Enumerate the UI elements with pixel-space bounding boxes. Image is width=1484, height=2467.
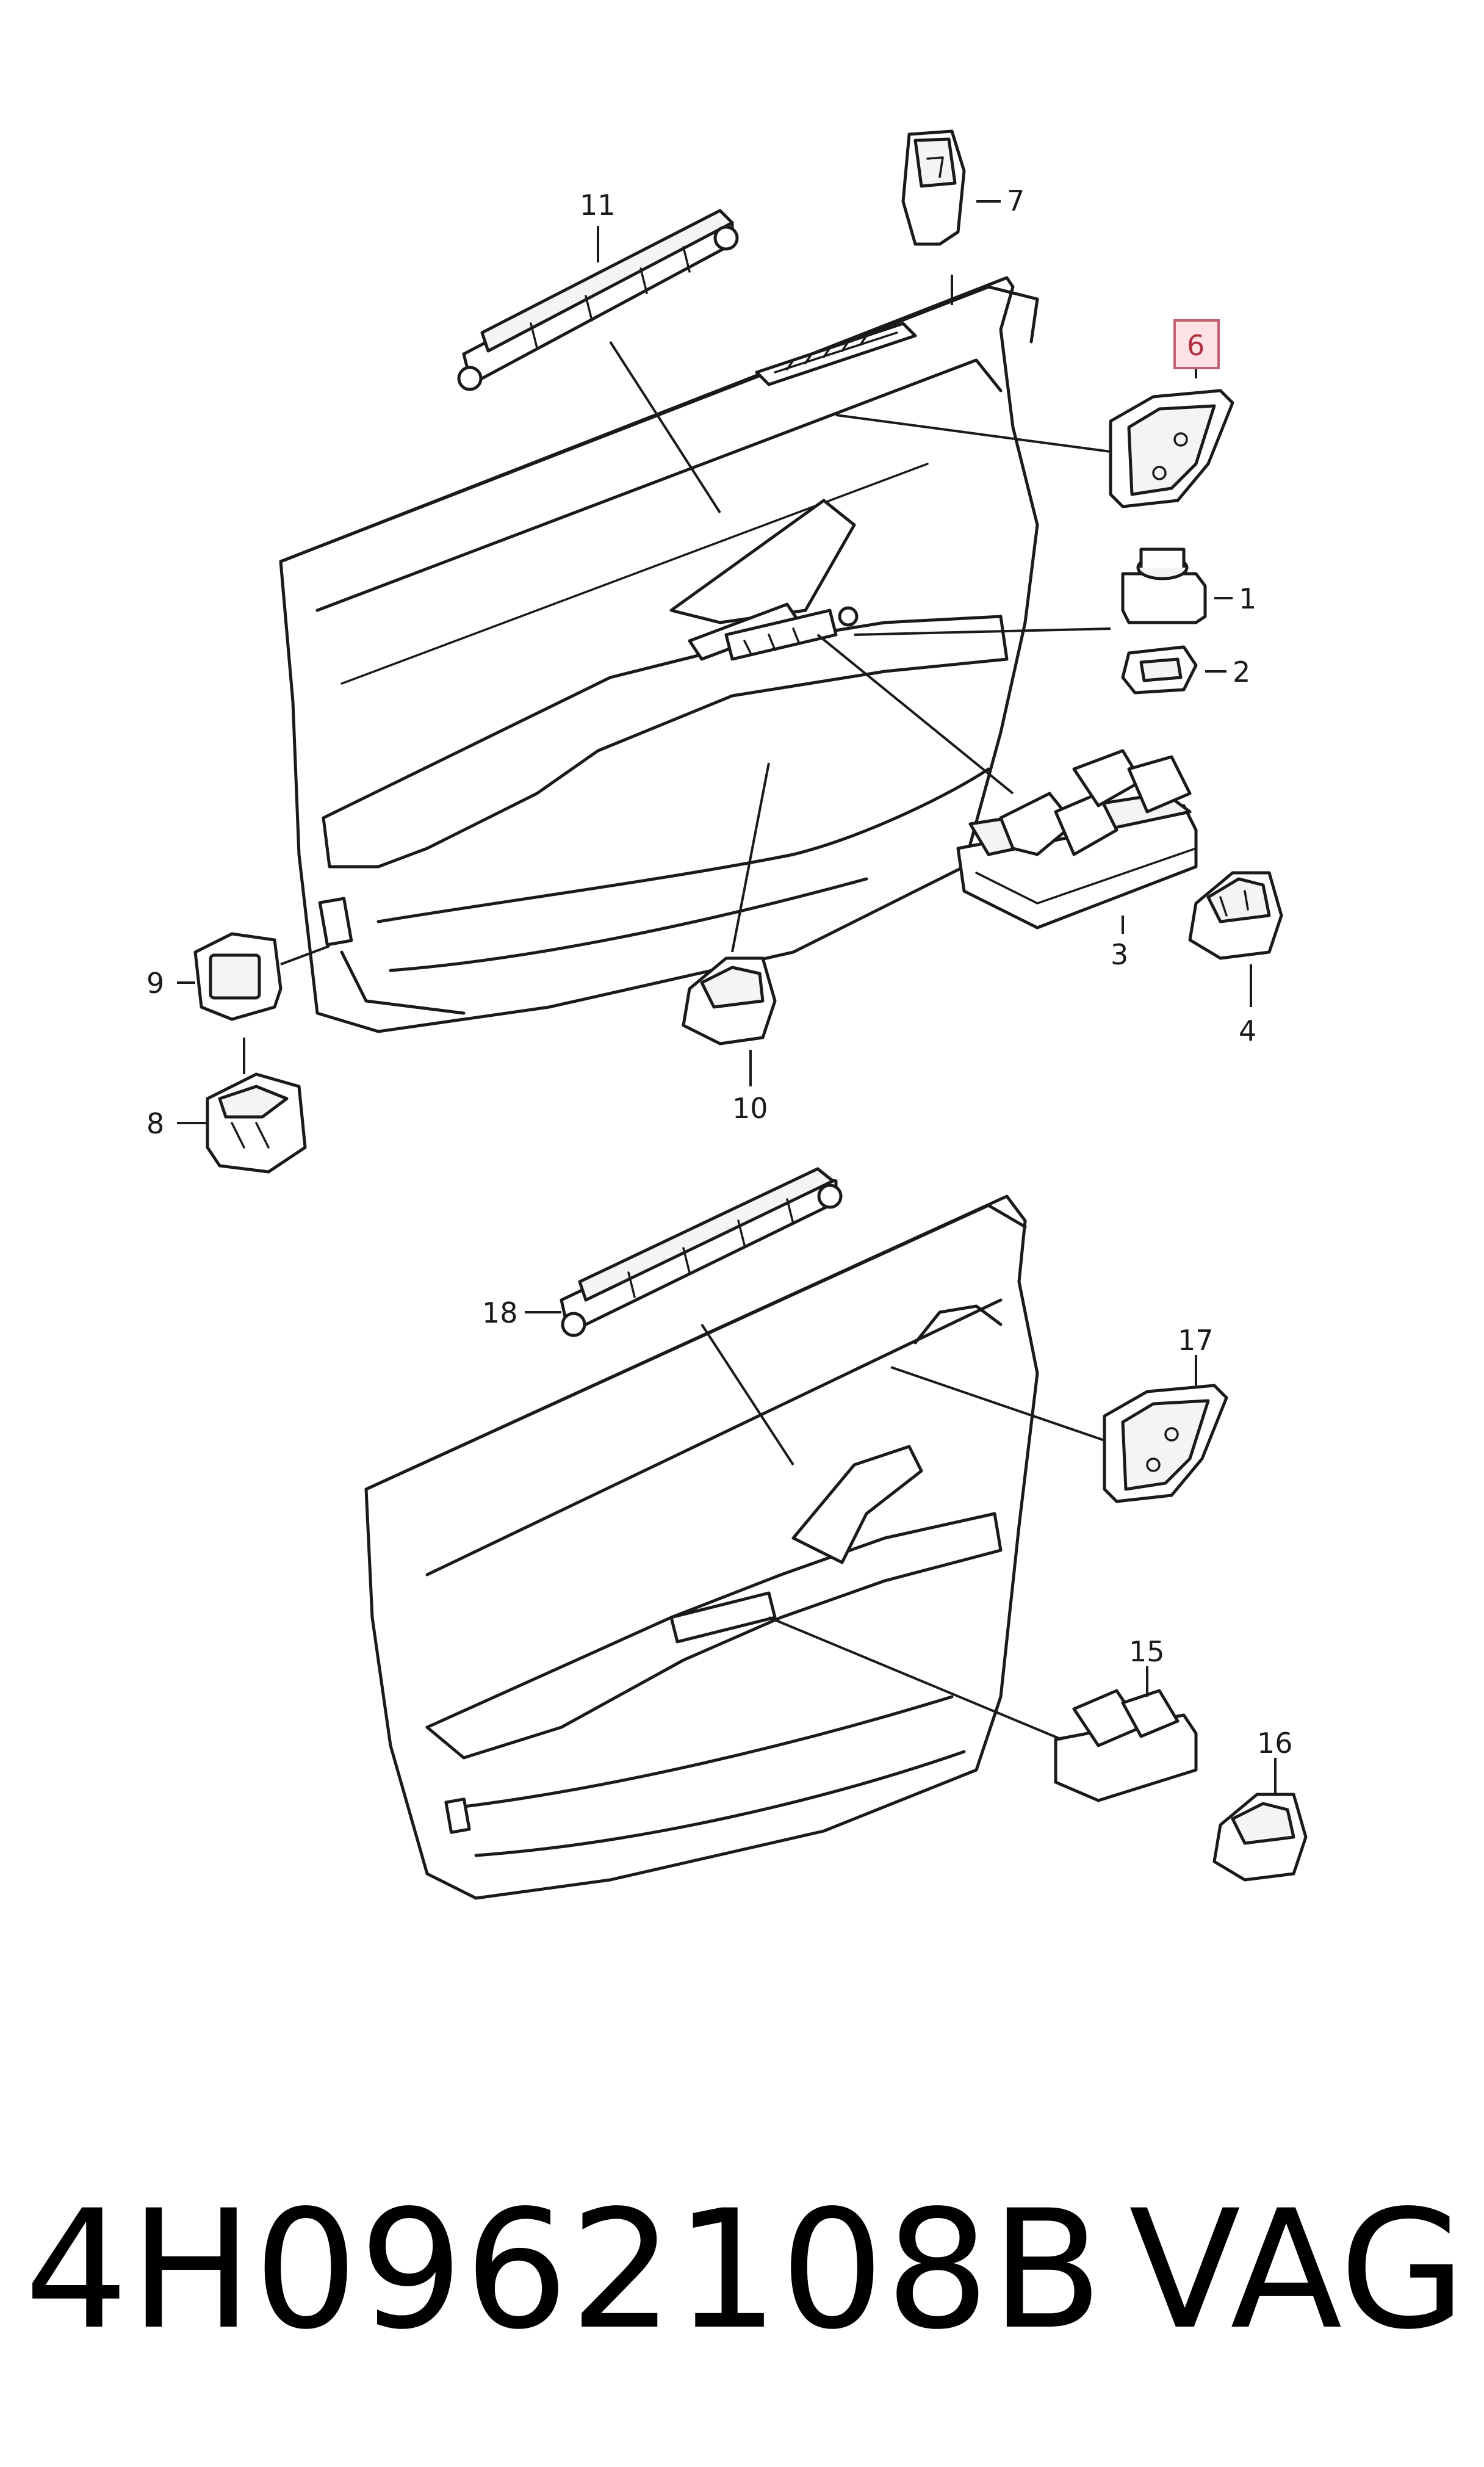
part-9-cover (193, 932, 283, 1021)
callouts: 11 7 6 1 2 3 4 9 8 10 18 17 15 16 (146, 184, 1293, 1760)
callout-17: 17 (1178, 1324, 1214, 1357)
leader-lines (177, 200, 1277, 1794)
part-3-window-switch-block (956, 749, 1198, 930)
callout-8: 8 (146, 1107, 164, 1140)
part-8-switch (206, 1072, 307, 1174)
part-7-switch (901, 129, 966, 246)
part-11-switch-strip (457, 209, 739, 391)
part-2-bezel (1121, 645, 1198, 695)
part-17-rocker (1103, 1384, 1228, 1503)
callout-15: 15 (1129, 1635, 1165, 1668)
part-15-window-switch (1054, 1689, 1198, 1802)
front-door-panel (279, 276, 1039, 1033)
callout-9: 9 (146, 967, 164, 1000)
part-10-switch (682, 956, 777, 1046)
part-number-label: 4H0962108B (24, 2175, 1104, 2366)
part-16-switch (1212, 1793, 1308, 1882)
rear-door-panel (364, 1194, 1039, 1900)
part-18-switch-strip (560, 1167, 843, 1337)
part-1-mirror-knob (1121, 547, 1207, 624)
callout-11: 11 (580, 189, 616, 222)
callout-1: 1 (1239, 582, 1256, 615)
callout-6-highlight-box (1173, 319, 1220, 369)
callout-10: 10 (732, 1092, 768, 1125)
part-6-mirror-switch (1109, 389, 1234, 508)
callout-16: 16 (1257, 1727, 1293, 1760)
callout-4: 4 (1239, 1014, 1256, 1047)
callout-7: 7 (1007, 184, 1025, 217)
callout-3: 3 (1111, 938, 1128, 971)
callout-2: 2 (1233, 656, 1250, 688)
brand-label: VAG (1129, 2175, 1466, 2366)
callout-18: 18 (482, 1296, 518, 1329)
part-4-switch (1188, 871, 1283, 960)
callout-6: 6 (1187, 329, 1205, 362)
